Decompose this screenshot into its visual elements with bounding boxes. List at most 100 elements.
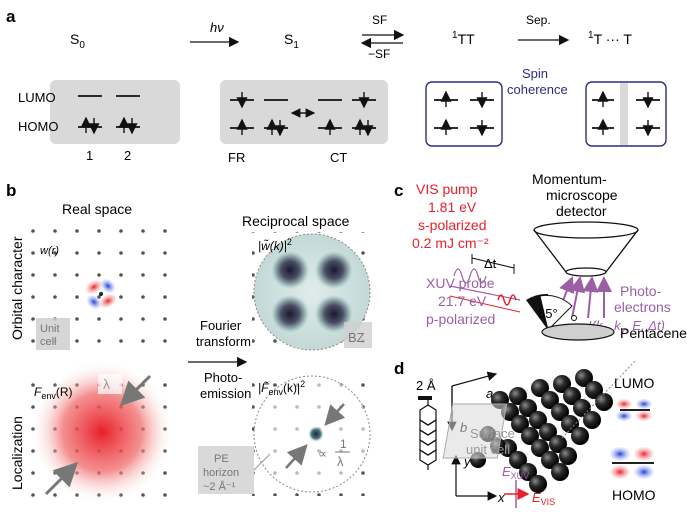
fourier-label-1: Fourier bbox=[200, 318, 242, 333]
scale-label: 2 Å bbox=[416, 378, 436, 393]
reciprocal-space-title: Reciprocal space bbox=[242, 213, 350, 229]
reciprocal-orbital-lobes bbox=[270, 250, 354, 334]
real-space-title: Real space bbox=[62, 201, 132, 217]
unit-cell-label-1: Unit bbox=[40, 323, 60, 335]
state-1tt: 1TT bbox=[452, 30, 475, 47]
inverse-lambda-arrow-bottom bbox=[285, 444, 308, 469]
pe-horizon-box bbox=[198, 446, 254, 494]
lambda-label: λ bbox=[103, 376, 110, 392]
angle-wedge-white bbox=[539, 294, 573, 331]
molecule-1: 1 bbox=[86, 148, 93, 163]
state-s0: S0 bbox=[70, 31, 85, 51]
homo-orbital bbox=[610, 447, 654, 479]
homo-label: HOMO bbox=[18, 119, 58, 134]
f-k-label: |F̃env(k)|2 bbox=[258, 379, 305, 397]
s1-electrons bbox=[236, 92, 374, 137]
lumo-label: LUMO bbox=[18, 90, 56, 105]
label-sf: SF bbox=[372, 13, 387, 27]
xuv-probe-line1: XUV probe bbox=[426, 275, 495, 291]
angle-label: 65° bbox=[538, 306, 558, 321]
s1-box bbox=[220, 80, 388, 144]
xuv-probe-line3: p-polarized bbox=[426, 311, 495, 327]
axis-y-label: y bbox=[463, 454, 472, 469]
vis-pump-line4: 0.2 mJ cm⁻² bbox=[412, 235, 489, 251]
vis-pump-line3: s-polarized bbox=[418, 217, 486, 233]
tt-box bbox=[425, 81, 503, 147]
bz-label: BZ bbox=[348, 330, 365, 345]
localization-label: Localization bbox=[9, 416, 25, 490]
lambda-arrow-bottom bbox=[44, 461, 79, 496]
axis-a-label: a bbox=[486, 386, 493, 401]
detector-cone bbox=[533, 221, 639, 277]
w-k-label: |w̃(k)|2 bbox=[258, 237, 292, 253]
spin-coherence-line2: coherence bbox=[507, 82, 568, 97]
label-hv: hν bbox=[210, 20, 224, 35]
pentacene-crystal bbox=[470, 369, 613, 493]
label-fr: FR bbox=[228, 150, 245, 165]
tt-electrons bbox=[440, 90, 488, 137]
detector-line1: Momentum- bbox=[532, 171, 607, 187]
xuv-beam bbox=[449, 285, 521, 301]
panel-label-b: b bbox=[6, 181, 16, 200]
surface-cell-line1: Surface bbox=[470, 426, 515, 441]
detector-line2: microscope bbox=[546, 187, 618, 203]
tpair-separator bbox=[620, 83, 628, 145]
homo-thumb-label: HOMO bbox=[612, 487, 656, 503]
xuv-probe-line2: 21.7 eV bbox=[438, 293, 487, 309]
wannier-orbital bbox=[85, 279, 117, 309]
vis-pulse bbox=[497, 294, 517, 306]
fourier-label-2: transform bbox=[196, 334, 251, 349]
inverse-denominator: λ bbox=[337, 454, 344, 469]
s0-electrons bbox=[80, 116, 138, 135]
vis-pump-line2: 1.81 eV bbox=[428, 199, 477, 215]
photoelectrons-line1: Photo- bbox=[620, 283, 662, 299]
surface-cell-line2: unit cell bbox=[466, 442, 510, 457]
pentacene-structure bbox=[419, 400, 437, 470]
lambda-box bbox=[98, 374, 122, 394]
unit-cell-label-2: cell bbox=[40, 336, 57, 348]
pe-horizon-line1: PE bbox=[214, 453, 229, 465]
sample-label: Pentacene bbox=[620, 325, 687, 341]
s0-box bbox=[50, 80, 180, 144]
photoemission-label-1: Photo- bbox=[204, 370, 242, 385]
unit-cell-box bbox=[36, 318, 70, 350]
propto-symbol: ∝ bbox=[318, 446, 327, 461]
label-ct: CT bbox=[330, 150, 347, 165]
f-env-r-label: Fenv(R) bbox=[34, 385, 73, 401]
delta-t-bracket bbox=[471, 254, 515, 274]
photoelectrons-line2: electrons bbox=[614, 299, 671, 315]
lumo-thumb-label: LUMO bbox=[614, 375, 655, 391]
delta-t-label: Δt bbox=[484, 256, 497, 271]
state-1t-t: 1T ··· T bbox=[588, 30, 632, 47]
state-s1: S1 bbox=[284, 31, 299, 51]
label-sep: Sep. bbox=[526, 13, 551, 27]
panel-label-c: c bbox=[394, 181, 403, 200]
pe-horizon-pointer bbox=[253, 453, 271, 471]
label-minus-sf: −SF bbox=[368, 47, 390, 61]
bz-box bbox=[344, 322, 372, 348]
spin-coherence-line1: Spin bbox=[522, 66, 548, 81]
axis-x-label: x bbox=[497, 490, 505, 505]
pe-horizon-line3: ~2 Å⁻¹ bbox=[203, 480, 236, 493]
xuv-pulse bbox=[453, 268, 487, 284]
e-vis-label: EVIS bbox=[532, 490, 555, 507]
lumo-orbital bbox=[616, 399, 652, 421]
vis-pump-line1: VIS pump bbox=[416, 181, 478, 197]
envelope-spot bbox=[308, 426, 324, 442]
orbital-character-label: Orbital character bbox=[9, 236, 25, 340]
detector-line3: detector bbox=[556, 203, 607, 219]
photoemission-label-2: emission bbox=[200, 386, 251, 401]
zoom-guide-line bbox=[561, 359, 637, 439]
scale-bar bbox=[418, 396, 432, 400]
molecule-2: 2 bbox=[124, 148, 131, 163]
panel-label-d: d bbox=[394, 359, 404, 378]
w-r-label: w(r) bbox=[40, 245, 59, 257]
sample-disk bbox=[541, 323, 615, 341]
inverse-numerator: 1 bbox=[340, 437, 347, 451]
sample-point bbox=[571, 315, 577, 321]
lambda-arrow-top bbox=[119, 374, 152, 407]
pe-horizon-line2: horizon bbox=[203, 467, 239, 479]
tpair-electrons bbox=[597, 90, 654, 137]
e-xuv-label: EXUV bbox=[502, 464, 529, 481]
